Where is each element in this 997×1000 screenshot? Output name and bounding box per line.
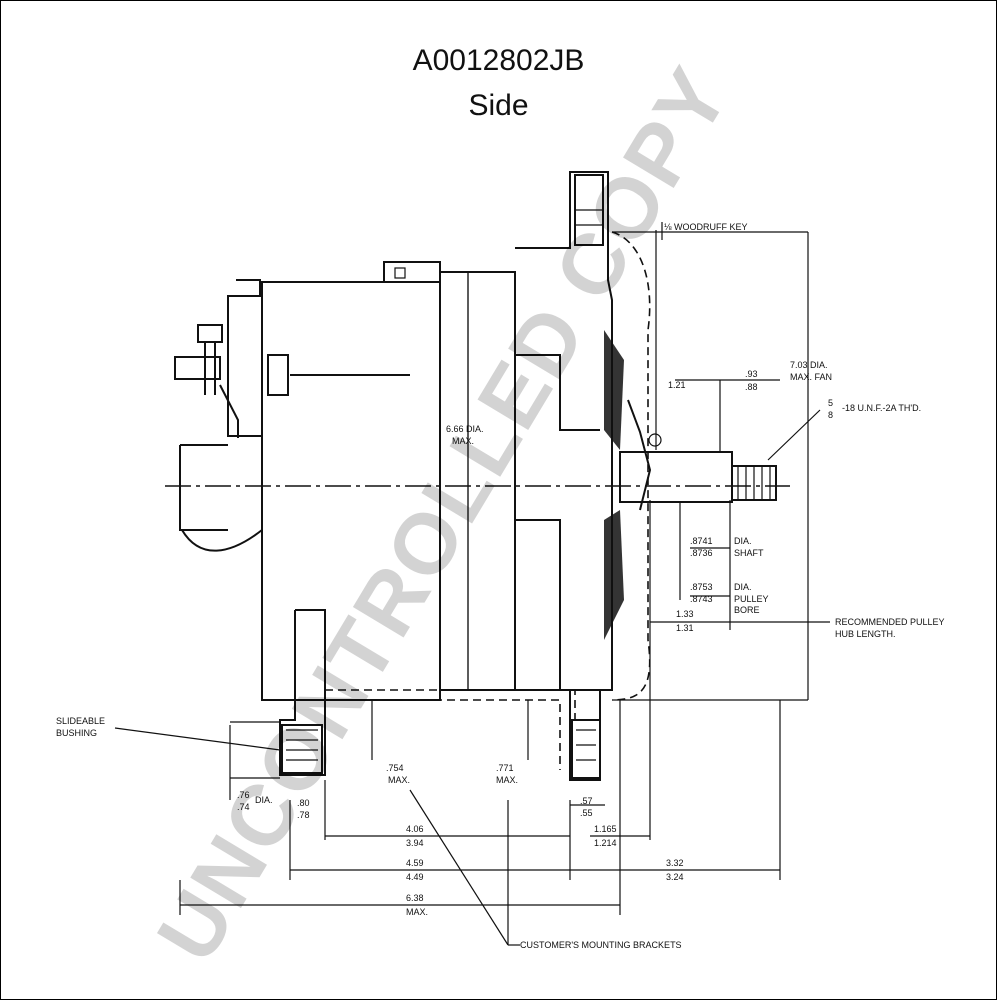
bore-dia-label: DIA. <box>734 582 752 592</box>
thread-den-label: 8 <box>828 410 833 420</box>
dim-55: .55 <box>580 808 593 818</box>
dim-332: 3.32 <box>666 858 684 868</box>
shaft-dia-label: DIA. <box>734 536 752 546</box>
bore-label: BORE <box>734 605 760 615</box>
front-housing <box>515 171 613 691</box>
dim-771-max: MAX. <box>496 775 518 785</box>
dim-76-dia: DIA. <box>255 795 273 805</box>
woodruff-key-label: ⅛ WOODRUFF KEY <box>664 222 748 232</box>
fan <box>604 231 809 701</box>
hub-length-lower: 1.31 <box>676 623 694 633</box>
dim-80: .80 <box>297 798 310 808</box>
dim-638-max: MAX. <box>406 907 428 917</box>
thread-num-label: 5 <box>828 398 833 408</box>
dim-93: .93 <box>745 369 758 379</box>
dimension-labels: ⅛ WOODRUFF KEY 7.03 DIA. MAX. FAN 5 8 -1… <box>56 222 945 950</box>
dim-638: 6.38 <box>406 893 424 903</box>
dimension-lines <box>114 222 830 946</box>
shaft <box>619 399 777 511</box>
hub-length-upper: 1.33 <box>676 609 694 619</box>
dim-88: .88 <box>745 382 758 392</box>
dim-459: 4.59 <box>406 858 424 868</box>
dim-74: .74 <box>237 802 250 812</box>
dim-57: .57 <box>580 796 593 806</box>
dim-76: .76 <box>237 790 250 800</box>
slideable-label: SLIDEABLE <box>56 716 105 726</box>
hub-label-line2: HUB LENGTH. <box>835 629 896 639</box>
dim-324: 3.24 <box>666 872 684 882</box>
fan-dia-label: 7.03 DIA. <box>790 360 828 370</box>
uncontrolled-copy-watermark: UNCONTROLLED COPY <box>139 51 748 977</box>
mounting-brackets <box>279 609 601 781</box>
shaft-dia-upper: .8741 <box>690 536 713 546</box>
dim-754: .754 <box>386 763 404 773</box>
dim-78: .78 <box>297 810 310 820</box>
dim-449: 4.49 <box>406 872 424 882</box>
thread-spec-label: -18 U.N.F.-2A TH'D. <box>842 403 921 413</box>
shaft-label: SHAFT <box>734 548 764 558</box>
dim-1214: 1.214 <box>594 838 617 848</box>
shaft-dia-lower: .8736 <box>690 548 713 558</box>
dim-406: 4.06 <box>406 824 424 834</box>
body-dia-label: 6.66 DIA. <box>446 424 484 434</box>
dim-771: .771 <box>496 763 514 773</box>
dim-1-21: 1.21 <box>668 380 686 390</box>
rear-terminal-assembly <box>174 279 410 438</box>
bore-dia-lower: .8743 <box>690 594 713 604</box>
dim-394: 3.94 <box>406 838 424 848</box>
mounting-brackets-label: CUSTOMER'S MOUNTING BRACKETS <box>520 940 682 950</box>
bore-dia-upper: .8753 <box>690 582 713 592</box>
bushing-label: BUSHING <box>56 728 97 738</box>
fan-max-label: MAX. FAN <box>790 372 832 382</box>
part-number-title: A0012802JB <box>412 44 585 77</box>
body-max-label: MAX. <box>452 436 474 446</box>
dim-1165: 1.165 <box>594 824 617 834</box>
dim-754-max: MAX. <box>388 775 410 785</box>
pulley-label: PULLEY <box>734 594 769 604</box>
hub-label-line1: RECOMMENDED PULLEY <box>835 617 945 627</box>
view-subtitle: Side <box>468 89 529 122</box>
